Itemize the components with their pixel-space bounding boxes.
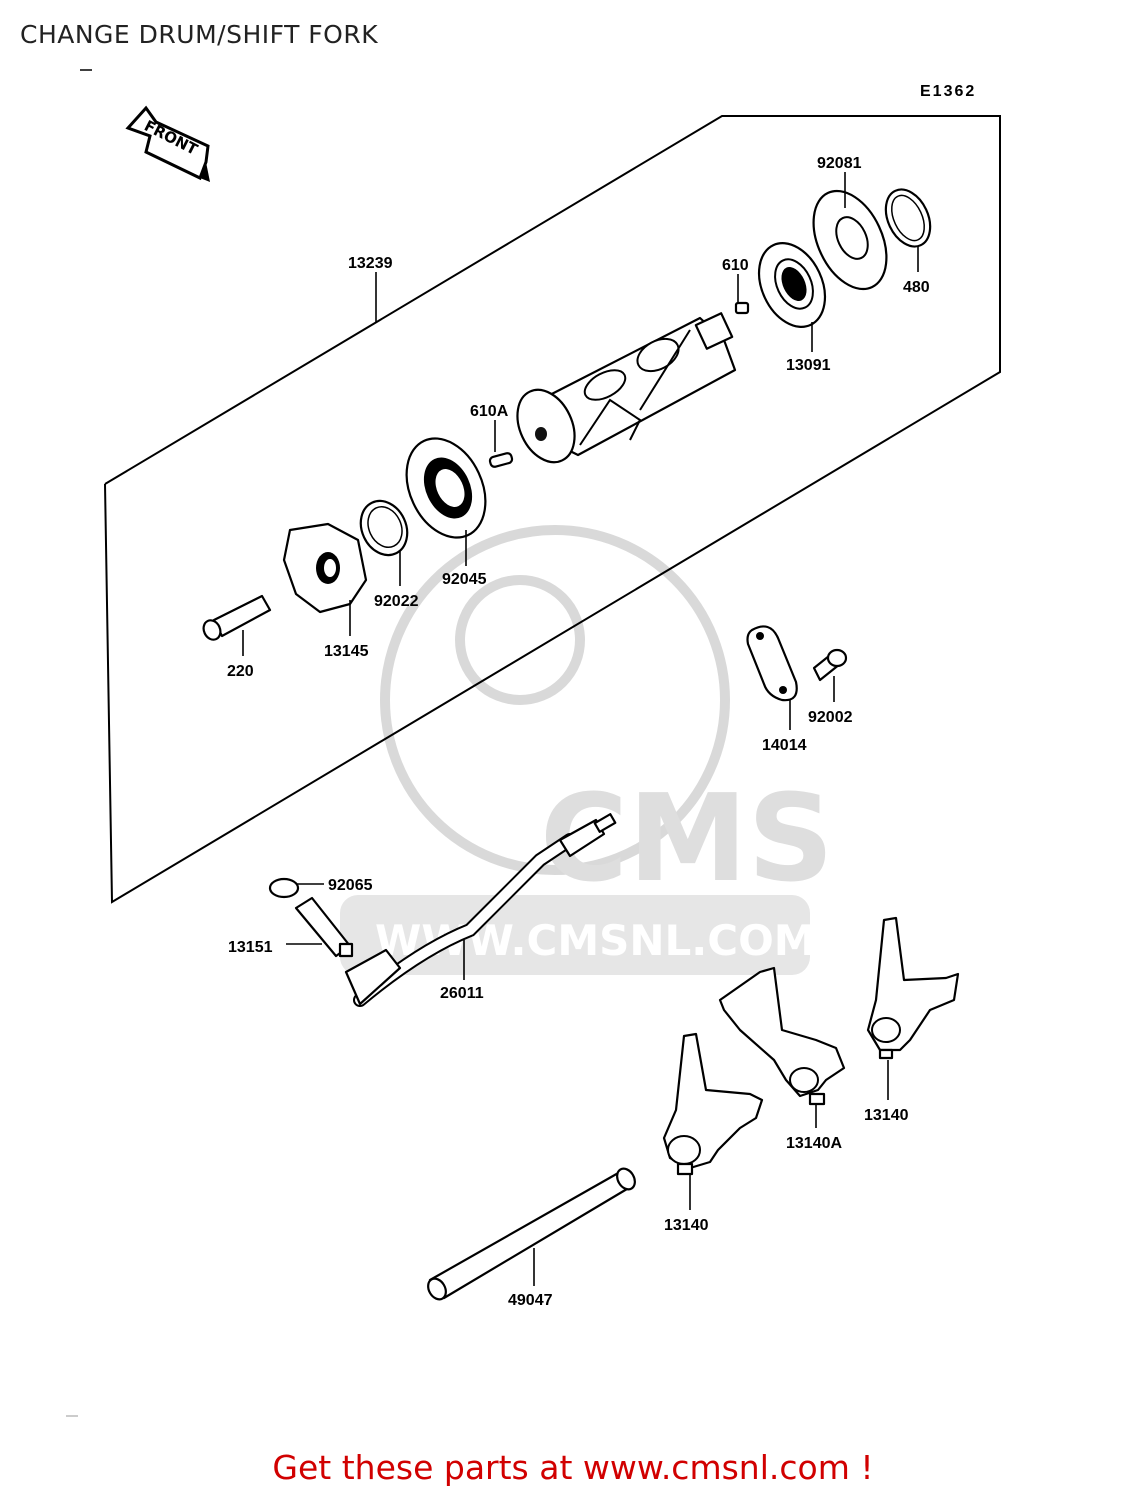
bolt-92002 [812, 648, 848, 682]
switch-13151 [294, 896, 354, 958]
callout-610: 610 [722, 257, 749, 274]
callout-92022: 92022 [374, 593, 419, 610]
callout-13145: 13145 [324, 643, 369, 660]
callout-92065: 92065 [328, 877, 373, 894]
front-arrow-icon: FRONT [125, 105, 210, 182]
cam-13145 [282, 522, 368, 614]
callout-480: 480 [903, 279, 930, 296]
parts-diagram: CMS WWW.CMSNL.COM E1362 FRONT [66, 69, 1001, 1417]
bolt-220 [202, 594, 272, 641]
page-title: CHANGE DRUM/SHIFT FORK [20, 20, 379, 49]
callout-610A: 610A [470, 403, 509, 420]
ring-92022 [359, 499, 409, 557]
shift-fork-13140-left [662, 1032, 764, 1176]
pin-610A [488, 452, 514, 468]
callout-13140-left: 13140 [664, 1217, 709, 1234]
bearing-92045 [405, 437, 487, 539]
plate-92081 [812, 189, 888, 291]
shaft-49047 [427, 1167, 636, 1301]
shift-fork-13140A [718, 966, 846, 1106]
diagram-code: E1362 [920, 83, 976, 100]
callout-92045: 92045 [442, 571, 487, 588]
watermark: CMS WWW.CMSNL.COM [340, 525, 834, 975]
circlip-480 [884, 188, 932, 248]
washer-92065 [268, 877, 300, 899]
assembly-frame [104, 115, 1001, 904]
shift-fork-13140-right [866, 916, 960, 1060]
callout-92002: 92002 [808, 709, 853, 726]
callout-13140A: 13140A [786, 1135, 842, 1152]
callout-49047: 49047 [508, 1292, 553, 1309]
plate-14014 [746, 625, 798, 702]
callout-13140-right: 13140 [864, 1107, 909, 1124]
callout-13239: 13239 [348, 255, 393, 272]
callout-26011: 26011 [440, 985, 484, 1002]
shift-drum-13239 [516, 312, 737, 464]
callout-92081: 92081 [817, 155, 862, 172]
plate-13091 [757, 242, 827, 328]
footer-cta-link[interactable]: Get these parts at www.cmsnl.com ! [272, 1448, 874, 1487]
lead-wire-26011 [344, 813, 617, 1007]
callout-14014: 14014 [762, 737, 807, 754]
leader-lines [242, 172, 919, 1286]
callout-220: 220 [227, 663, 254, 680]
callout-13091: 13091 [786, 357, 831, 374]
pin-610 [734, 301, 750, 315]
callout-13151: 13151 [228, 939, 273, 956]
